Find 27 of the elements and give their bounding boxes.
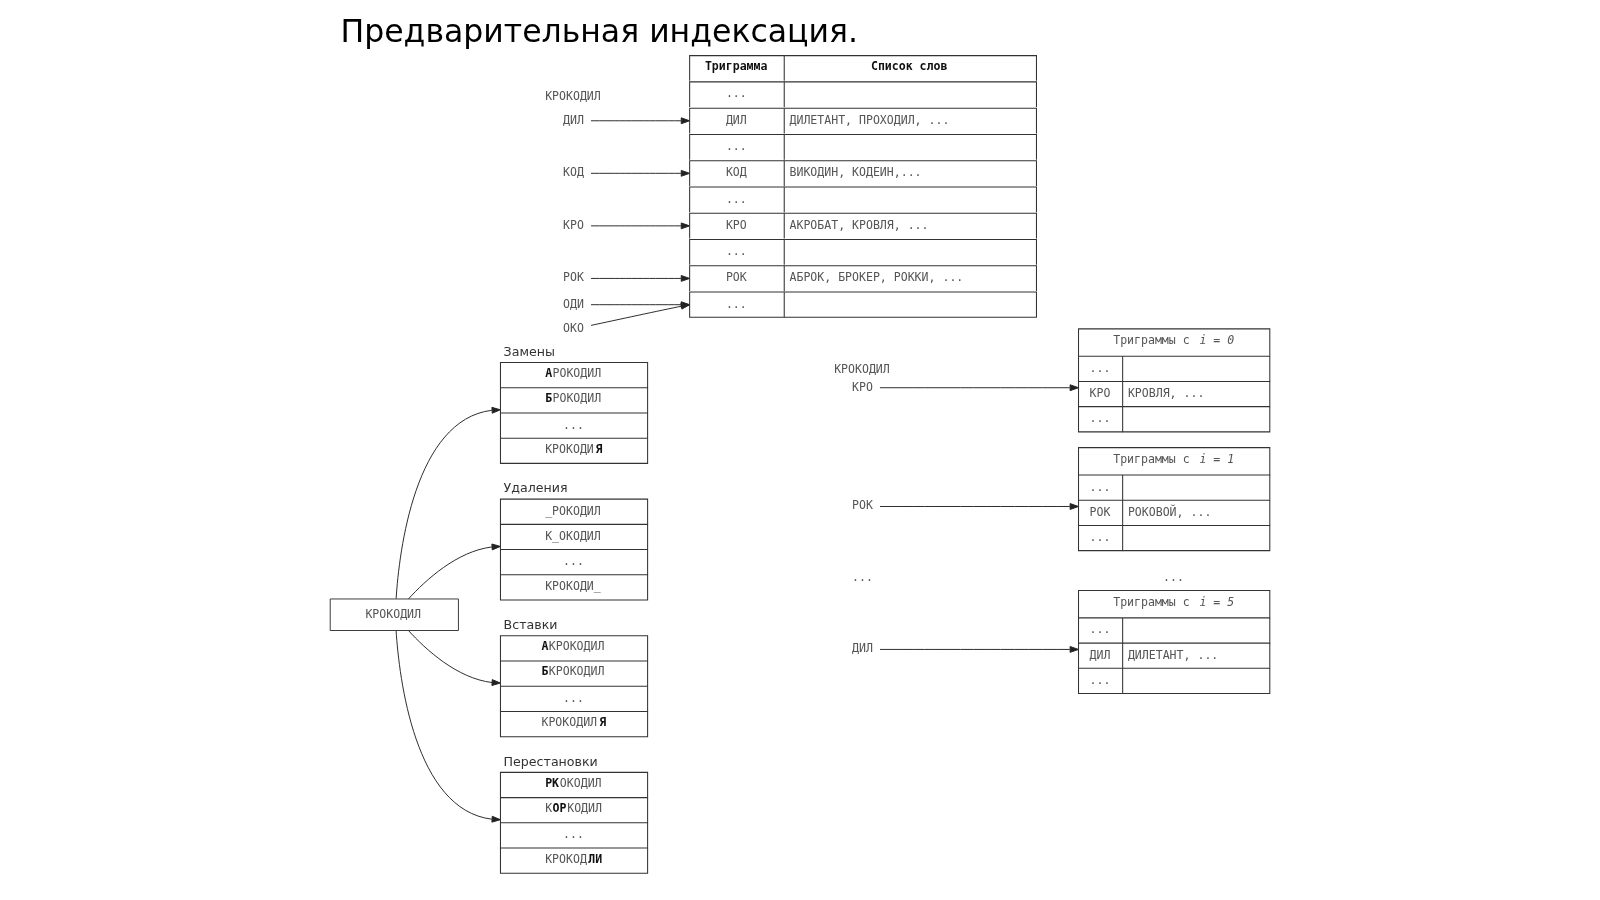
node-text: РОК АБРОК, БРОКЕР, РОККИ, ... xyxy=(725,270,964,285)
node-text: ДИЛ xyxy=(563,112,584,127)
node-text: РОК xyxy=(852,498,873,513)
label: ... xyxy=(1163,569,1184,584)
label: КРОКОДИЛ xyxy=(834,361,890,376)
node-text: ОДИ xyxy=(563,296,584,311)
diagram-title: Предварительная индексация. xyxy=(340,12,858,49)
node-label: Перестановки xyxy=(503,753,598,769)
node-text: Триграмма Список слов xyxy=(704,59,948,74)
node-text: ... xyxy=(725,86,747,101)
node-label: Вставки xyxy=(503,617,558,633)
node-text: ... xyxy=(725,191,747,206)
node-label: Замены xyxy=(503,343,555,359)
node-text: КРО xyxy=(852,379,873,394)
node-text: ДИЛ ДИЛЕТАНТ, ПРОХОДИЛ, ... xyxy=(725,112,950,127)
node-text: ОКО xyxy=(563,320,584,335)
node-label: Удаления xyxy=(503,480,568,496)
node-text: КРО АКРОБАТ, КРОВЛЯ, ... xyxy=(725,217,929,232)
label: КРОКОДИЛ xyxy=(545,88,601,103)
node-text: КОД xyxy=(563,165,584,180)
node-text: РОК xyxy=(563,270,584,285)
label: ... xyxy=(852,569,873,584)
node-text: ... xyxy=(725,244,747,259)
node-text: ДИЛ xyxy=(852,641,873,656)
node-text: КРО xyxy=(563,217,584,232)
node-text: КОД ВИКОДИН, КОДЕИН,... xyxy=(725,165,922,180)
node-text: ... xyxy=(725,138,747,153)
